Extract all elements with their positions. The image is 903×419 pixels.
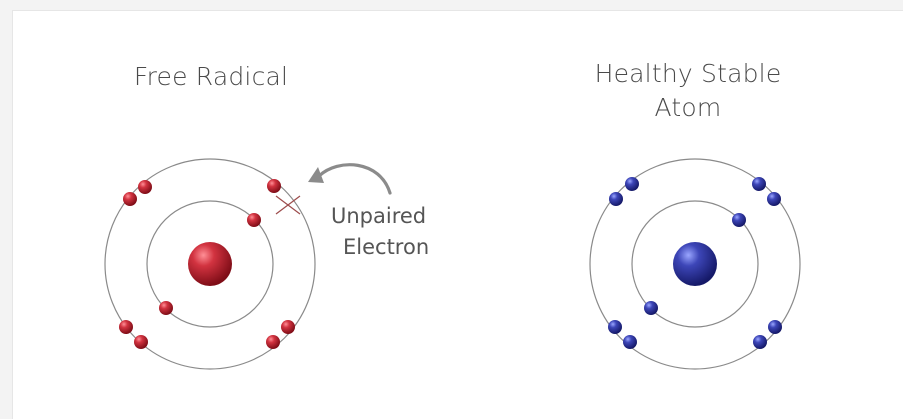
free-radical-outer-electron-3 — [267, 179, 281, 193]
stable-atom-nucleus — [673, 242, 717, 286]
free-radical-inner-electron-2 — [159, 301, 173, 315]
stable-atom-outer-electron-4 — [767, 192, 781, 206]
free-radical-atom — [105, 159, 315, 369]
stable-atom-outer-electron-1 — [625, 177, 639, 191]
unpaired-electron-arrow — [308, 165, 390, 193]
stable-atom — [590, 159, 800, 369]
stable-atom-outer-electron-8 — [753, 335, 767, 349]
free-radical-outer-electron-7 — [266, 335, 280, 349]
stable-atom-outer-electron-5 — [608, 320, 622, 334]
free-radical-outer-electron-6 — [281, 320, 295, 334]
stable-atom-outer-electron-6 — [623, 335, 637, 349]
free-radical-outer-electron-5 — [134, 335, 148, 349]
stable-atom-outer-electron-7 — [768, 320, 782, 334]
stable-atom-outer-electron-3 — [752, 177, 766, 191]
free-radical-outer-electron-2 — [123, 192, 137, 206]
free-radical-outer-electron-1 — [138, 180, 152, 194]
stable-atom-outer-electron-2 — [609, 192, 623, 206]
free-radical-inner-electron-1 — [247, 213, 261, 227]
free-radical-nucleus — [188, 242, 232, 286]
free-radical-outer-electron-4 — [119, 320, 133, 334]
stable-atom-inner-electron-1 — [732, 213, 746, 227]
stable-atom-inner-electron-2 — [644, 301, 658, 315]
